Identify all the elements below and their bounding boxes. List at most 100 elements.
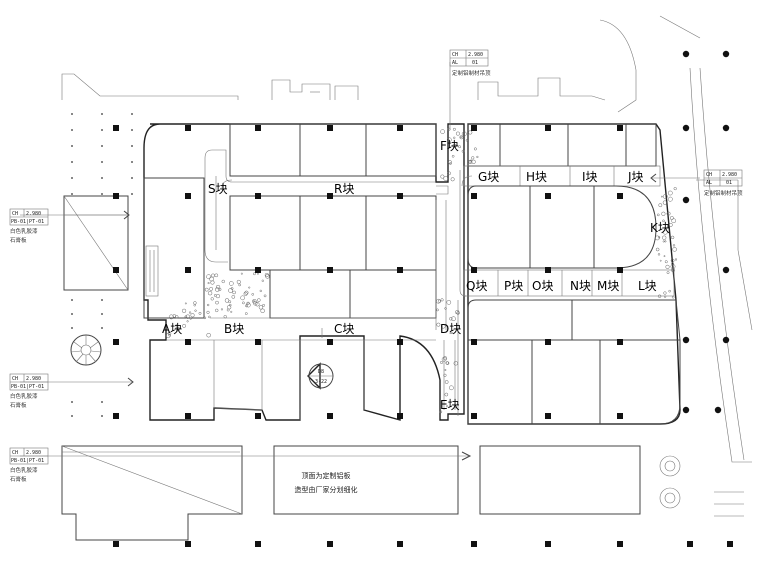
svg-text:01: 01 <box>472 60 478 66</box>
svg-text:2.980: 2.980 <box>26 376 41 382</box>
column <box>545 339 551 345</box>
gravel <box>441 324 446 329</box>
grid-dot <box>71 177 73 179</box>
round-posts <box>682 50 730 414</box>
gravel <box>224 298 230 303</box>
gravel <box>449 385 454 391</box>
gravel <box>206 310 210 314</box>
svg-text:白色乳胶漆: 白色乳胶漆 <box>10 392 38 400</box>
column <box>545 541 551 547</box>
left-building <box>63 195 129 291</box>
svg-text:2.980: 2.980 <box>468 52 483 58</box>
gravel <box>451 332 454 334</box>
gravel <box>664 260 668 264</box>
gravel <box>228 288 233 293</box>
column <box>397 125 403 131</box>
svg-text:CH: CH <box>452 52 458 58</box>
svg-text:CH: CH <box>12 450 18 456</box>
grid-dot <box>101 401 103 403</box>
gravel <box>258 305 264 310</box>
gravel <box>655 235 660 241</box>
grid-dot <box>71 327 73 329</box>
column <box>255 193 261 199</box>
gravel <box>236 279 241 284</box>
gravel <box>223 315 227 319</box>
column <box>327 541 333 547</box>
lower-area <box>20 445 744 541</box>
gravel <box>193 301 197 305</box>
gravel <box>248 286 251 289</box>
grid-dot <box>131 145 133 147</box>
gravel <box>193 303 196 307</box>
gravel <box>670 262 675 266</box>
svg-text:白色乳胶漆: 白色乳胶漆 <box>10 466 38 474</box>
column <box>185 413 191 419</box>
gravel <box>445 361 450 365</box>
gravel <box>251 293 254 296</box>
column <box>113 339 119 345</box>
gravel <box>243 291 248 296</box>
zone-label-c: C块 <box>334 322 354 336</box>
gravel <box>188 311 192 314</box>
gravel <box>456 311 460 315</box>
svg-text:石膏板: 石膏板 <box>10 236 27 244</box>
gravel <box>186 320 189 323</box>
gravel <box>207 282 210 285</box>
gravel <box>661 211 666 216</box>
grid-dot <box>101 177 103 179</box>
column <box>471 541 477 547</box>
gravel <box>440 360 444 364</box>
spec-tag-top: CH 2.980 AL 01 定制铝制材吊顶 <box>449 49 491 77</box>
gravel <box>242 301 245 305</box>
svg-text:2.980: 2.980 <box>26 450 41 456</box>
gravel <box>449 162 452 165</box>
gravel <box>255 302 260 307</box>
gravel <box>198 311 202 315</box>
gravel <box>668 223 673 227</box>
grid-dot <box>101 415 103 417</box>
post <box>682 336 690 344</box>
gravel <box>439 410 443 414</box>
gravel <box>215 284 221 290</box>
column <box>255 541 261 547</box>
post <box>682 406 690 414</box>
grid-dot <box>131 177 133 179</box>
top-material-note: 定制铝制材吊顶 <box>452 69 491 77</box>
gravel <box>662 240 665 243</box>
gravel <box>231 295 236 299</box>
column <box>113 541 119 547</box>
gravel <box>662 229 668 235</box>
zone-label-l: L块 <box>638 279 657 293</box>
svg-text:CH: CH <box>12 376 18 382</box>
gravel <box>208 315 211 319</box>
zone-label-b: B块 <box>224 322 244 336</box>
ceiling-note-line-2: 造型由厂家分划细化 <box>295 485 358 494</box>
gravel <box>672 247 677 252</box>
gravel <box>228 281 234 286</box>
gravel <box>253 272 256 276</box>
column <box>471 125 477 131</box>
zone-label-a: A块 <box>162 322 182 336</box>
column <box>397 413 403 419</box>
column <box>185 193 191 199</box>
gravel <box>657 253 661 256</box>
gravel <box>232 290 236 295</box>
svg-text:CH: CH <box>706 172 712 178</box>
zone-label-e: E块 <box>440 398 460 412</box>
zone-label-g: G块 <box>478 170 499 184</box>
gravel <box>443 373 447 377</box>
gravel <box>203 316 207 320</box>
top-context-lines <box>61 15 753 463</box>
gravel <box>244 290 249 295</box>
gravel <box>218 287 222 292</box>
gravel <box>226 308 230 312</box>
spec-tag-right: CH 2.980 AL 01 定制铝制材吊顶 <box>703 169 743 197</box>
gravel <box>458 145 461 149</box>
gravel <box>168 333 171 337</box>
column <box>327 413 333 419</box>
column <box>327 125 333 131</box>
gravel <box>444 380 449 384</box>
grid-dot <box>71 299 73 301</box>
zone-label-n: N块 <box>570 279 591 293</box>
